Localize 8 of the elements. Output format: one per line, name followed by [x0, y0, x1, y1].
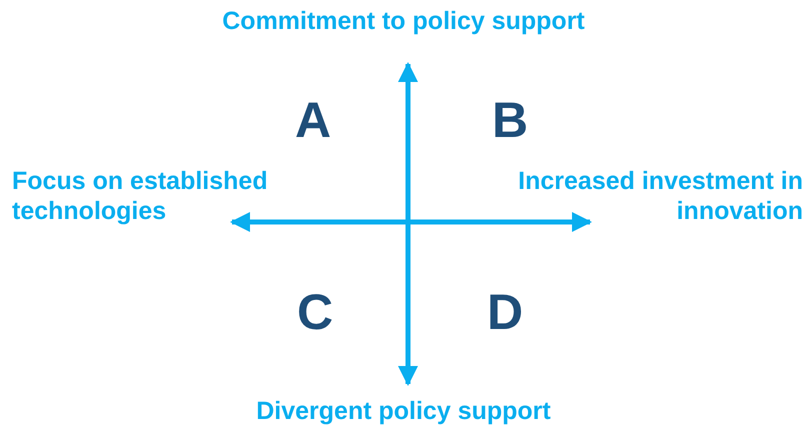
axis-label: Focus on established technologies — [12, 167, 268, 225]
axis-label: Divergent policy support — [256, 397, 551, 425]
axis-label: Increased investment in innovation — [518, 167, 803, 225]
quadrant-letter: C — [297, 284, 334, 340]
quadrant-letter: D — [487, 284, 524, 340]
quadrant-letter: B — [492, 92, 528, 148]
quadrant-letter: A — [295, 92, 332, 148]
axis-label: Commitment to policy support — [222, 7, 585, 35]
